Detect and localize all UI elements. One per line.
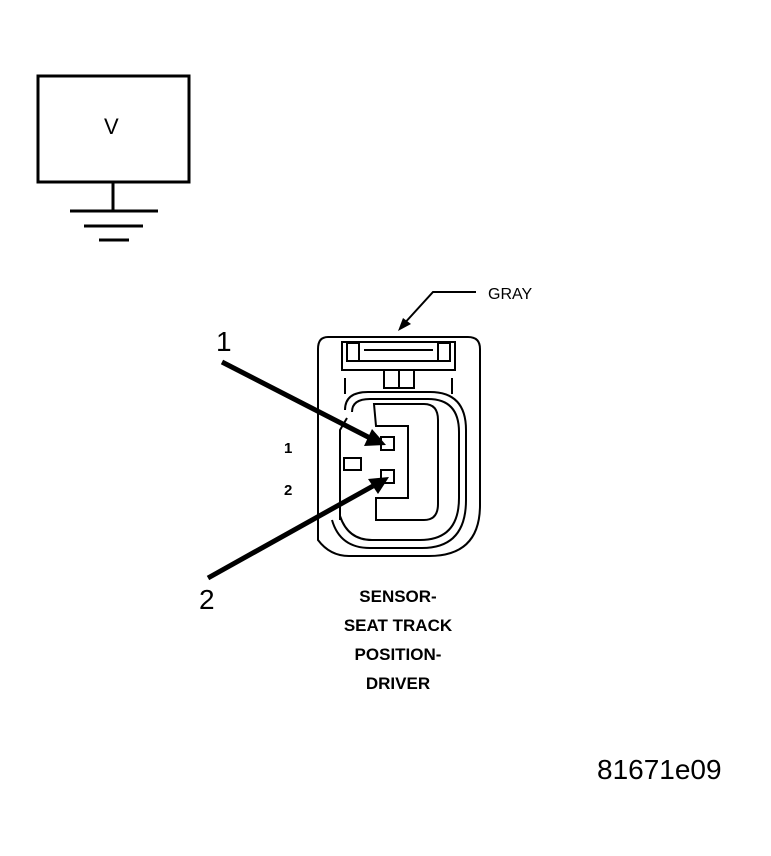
pin-2-label: 2 [284, 482, 293, 499]
connector-name-line: SENSOR- [359, 587, 437, 606]
color-leader [398, 291, 476, 331]
connector-shell [317, 336, 481, 557]
connector-name-line: SEAT TRACK [343, 616, 453, 635]
callout-arrows [206, 359, 389, 581]
cavity-inner [339, 398, 460, 541]
cavity-outer [331, 391, 467, 549]
arrow-1-shaft [220, 359, 372, 441]
arrow-2-head [368, 477, 389, 494]
voltmeter-symbol [36, 74, 191, 242]
latch-right-tab [437, 342, 451, 362]
callout-1-label: 1 [216, 326, 232, 357]
connector-name: SENSOR- SEAT TRACK POSITION- DRIVER [318, 582, 478, 698]
pin-2-cavity [380, 469, 395, 484]
voltmeter-label: V [104, 114, 119, 139]
connector-color-label: GRAY [488, 286, 533, 303]
terminal-housing [372, 403, 439, 521]
connector-body [317, 336, 481, 557]
latch-left-tab [346, 342, 360, 362]
connector-name-line: POSITION- [354, 645, 442, 664]
figure-id: 81671e09 [597, 754, 722, 785]
pin-1-label: 1 [284, 440, 293, 457]
arrow-1-head [364, 429, 386, 446]
callout-2-label: 2 [199, 584, 215, 615]
arrow-2-shaft [206, 483, 375, 581]
side-key [343, 457, 362, 471]
connector-name-line: DRIVER [365, 674, 431, 693]
